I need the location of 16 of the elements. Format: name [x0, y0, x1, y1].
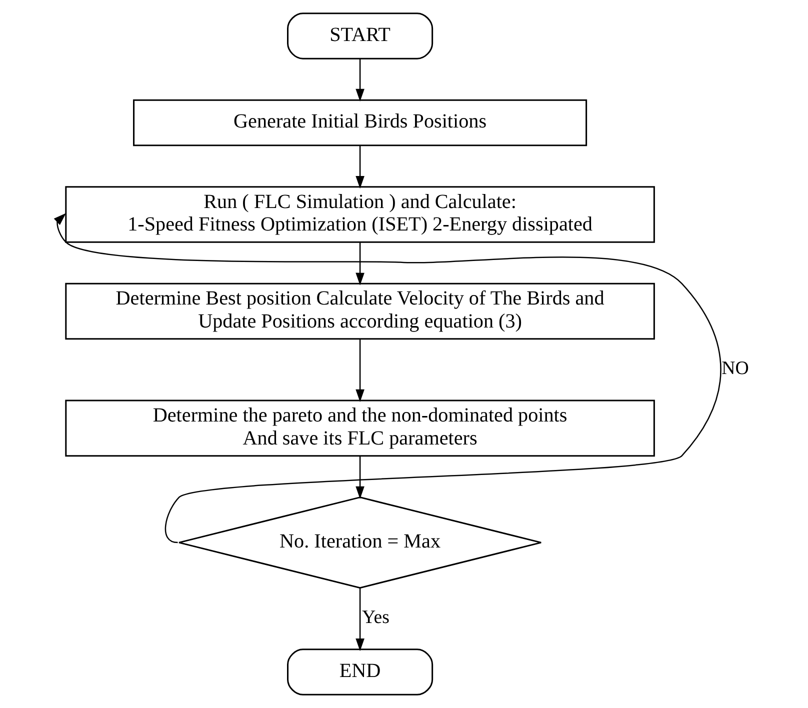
- arrow: [54, 213, 721, 544]
- node-diamond: No. Iteration = Max: [178, 496, 542, 589]
- node-box: Run ( FLC Simulation ) and Calculate: 1-Speed Fitness Optimization (ISET) 2-Energy dissipated: [65, 186, 655, 243]
- arrow: [356, 339, 364, 402]
- arrow: [356, 588, 364, 652]
- node-box: Determine the pareto and the non-dominated points And save its FLC parameters: [65, 400, 655, 457]
- node-box: START: [287, 12, 434, 60]
- arrow: [356, 242, 364, 286]
- arrow: [356, 146, 364, 189]
- edge-label: Yes: [362, 607, 390, 628]
- arrow: [356, 456, 364, 499]
- node-box: Generate Initial Birds Positions: [133, 99, 588, 146]
- arrow: [356, 58, 364, 102]
- node-box: Determine Best position Calculate Velocity of The Birds and Update Positions according equation (3): [65, 282, 655, 340]
- edge-label: NO: [722, 358, 749, 380]
- node-box: END: [287, 648, 434, 696]
